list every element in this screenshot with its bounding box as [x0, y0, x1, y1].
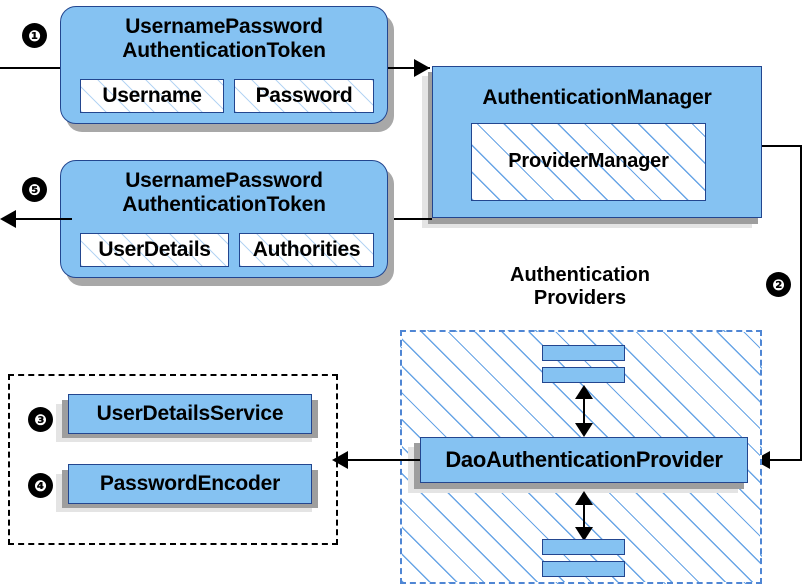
- request-token-field-password: Password: [234, 79, 374, 113]
- request-token-title-line2: AuthenticationToken: [122, 38, 326, 62]
- request-token-title-line1: UsernamePassword: [125, 15, 323, 38]
- connector-dao-to-bottom-providers: [583, 496, 585, 536]
- request-token-card: UsernamePassword AuthenticationToken Use…: [60, 6, 388, 124]
- other-provider-bottom-1: [542, 539, 625, 555]
- arrow-down-to-bottom-providers: [575, 527, 593, 541]
- providers-group-title-line1: Authentication: [510, 264, 650, 286]
- arrow-up-to-top-providers: [575, 385, 593, 399]
- dao-authentication-provider-box: DaoAuthenticationProvider: [420, 437, 748, 483]
- connector-manager-right-stub: [762, 145, 802, 147]
- response-token-title-line1: UsernamePassword: [125, 169, 323, 192]
- connector-incoming-request: [0, 67, 72, 69]
- connector-dao-to-top-providers: [583, 390, 585, 432]
- other-provider-bottom-2: [542, 561, 625, 577]
- other-provider-top-1: [542, 345, 625, 361]
- provider-manager-box: ProviderManager: [471, 123, 706, 201]
- support-group-container: [8, 374, 338, 545]
- password-encoder-box[interactable]: PasswordEncoder: [68, 464, 312, 504]
- request-token-title: UsernamePassword AuthenticationToken: [61, 15, 387, 62]
- request-token-field-username: Username: [80, 79, 224, 113]
- response-token-title: UsernamePassword AuthenticationToken: [61, 169, 387, 216]
- authentication-manager-box: AuthenticationManager ProviderManager: [432, 66, 762, 218]
- arrow-up-to-dao-bottom: [575, 491, 593, 505]
- response-token-title-line2: AuthenticationToken: [122, 192, 326, 216]
- authentication-manager-label: AuthenticationManager: [482, 86, 712, 109]
- connector-right-vertical: [800, 145, 802, 460]
- step-badge-2: ❷: [766, 272, 791, 297]
- step-badge-1: ❶: [22, 23, 47, 48]
- provider-manager-label: ProviderManager: [508, 150, 669, 173]
- step-badge-3: ❸: [28, 407, 53, 432]
- arrow-down-to-dao-top: [575, 423, 593, 437]
- arrow-token-to-manager: [414, 59, 430, 77]
- providers-group-title-line2: Providers: [533, 287, 627, 309]
- response-token-field-userdetails: UserDetails: [80, 233, 229, 267]
- providers-group-title: Authentication Providers: [465, 264, 695, 310]
- connector-outgoing-response: [16, 218, 72, 220]
- response-token-field-authorities: Authorities: [239, 233, 374, 267]
- step-badge-4: ❹: [28, 473, 53, 498]
- connector-token-to-manager: [388, 67, 430, 69]
- step-badge-5: ❺: [22, 177, 47, 202]
- response-token-card: UsernamePassword AuthenticationToken Use…: [60, 160, 388, 278]
- arrow-outgoing-response: [0, 210, 16, 228]
- connector-dao-to-support-group: [348, 459, 420, 461]
- connector-into-dao-provider: [768, 459, 802, 461]
- other-provider-top-2: [542, 367, 625, 383]
- user-details-service-box[interactable]: UserDetailsService: [68, 394, 312, 434]
- connector-manager-to-response: [388, 218, 432, 220]
